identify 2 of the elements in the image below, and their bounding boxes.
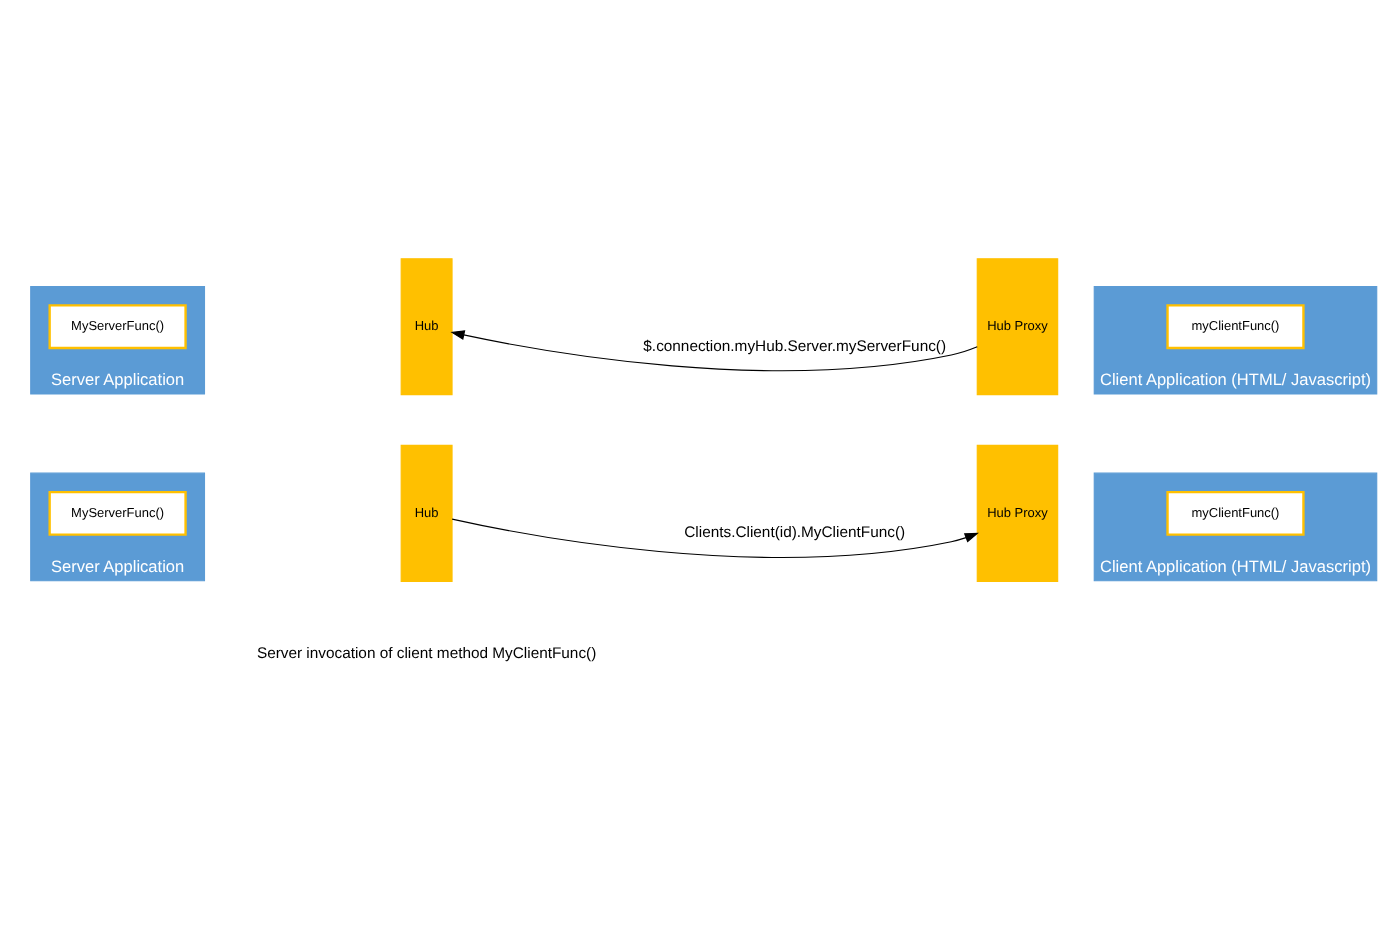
arrow <box>450 329 978 371</box>
arrow <box>451 517 979 557</box>
